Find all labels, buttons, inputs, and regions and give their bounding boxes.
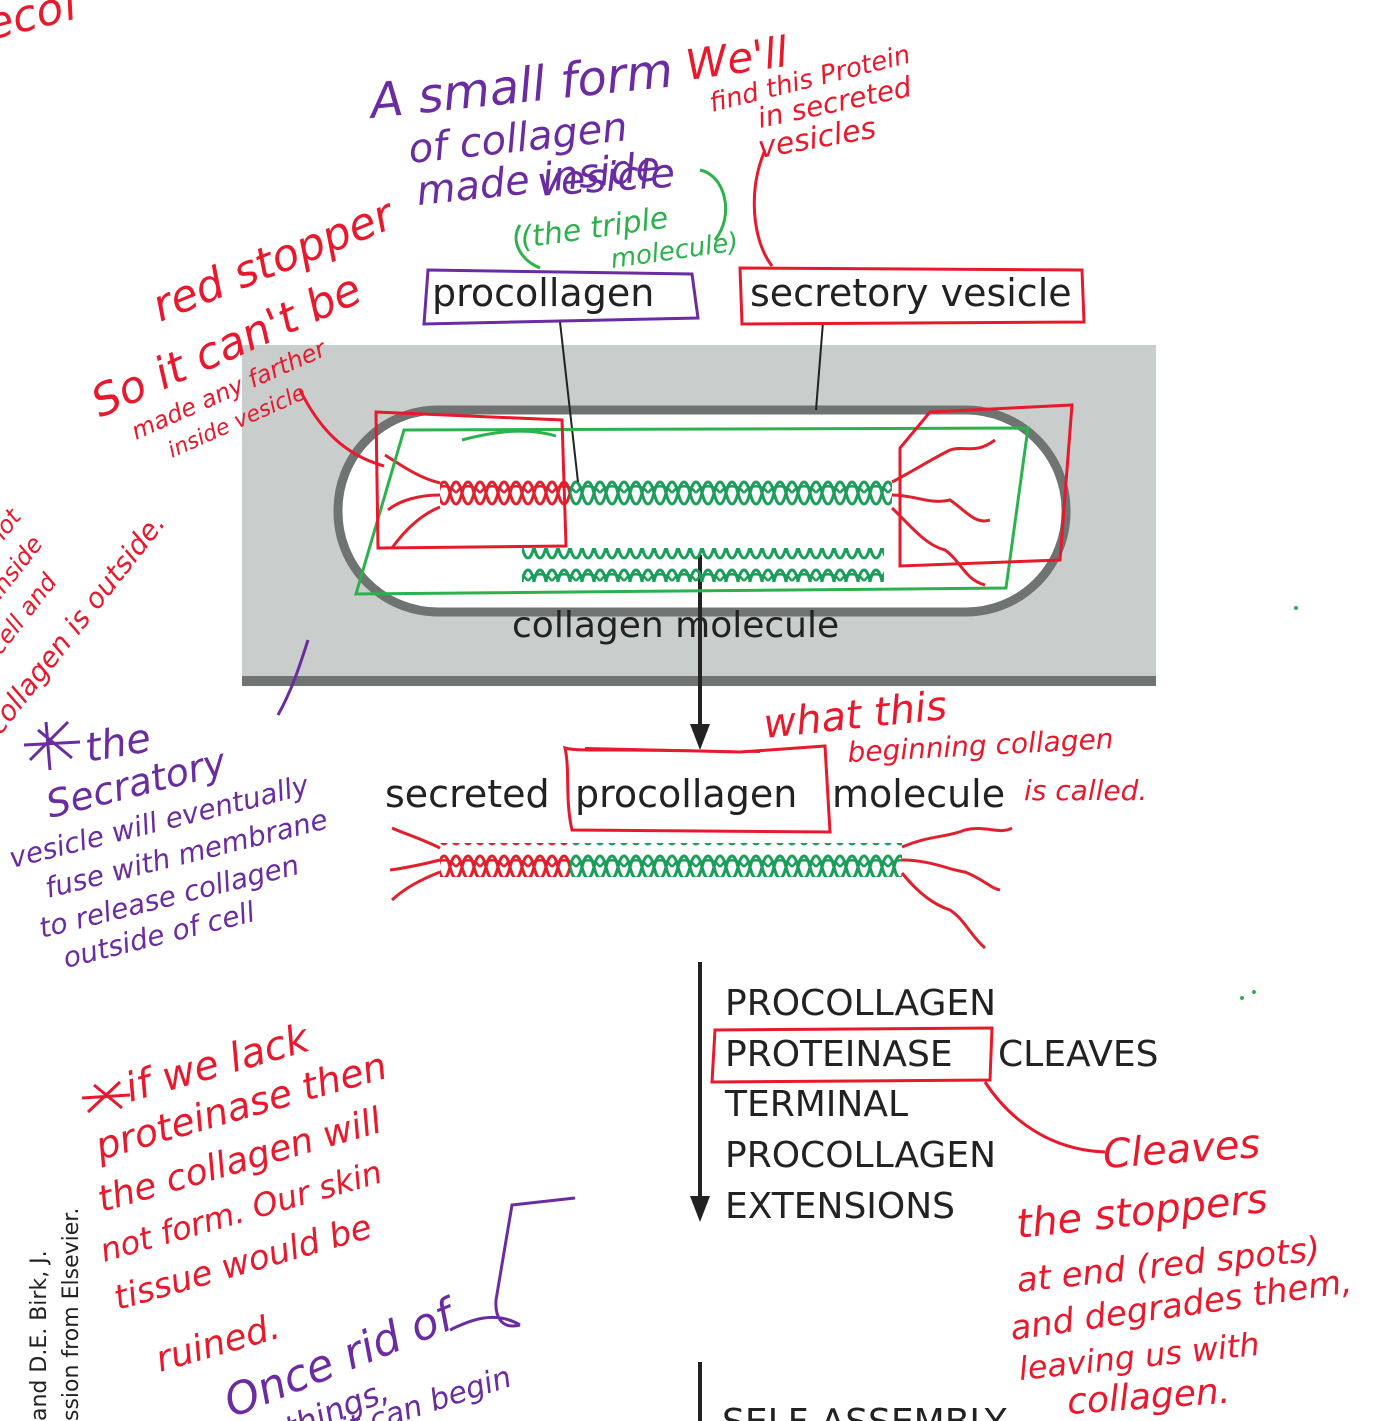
step-line-1: PROCOLLAGEN <box>725 983 996 1024</box>
label-secretory-vesicle: secretory vesicle <box>750 271 1072 315</box>
note-small-form-line-4: vesicle <box>535 150 676 206</box>
green-tick <box>461 429 557 442</box>
green-box-molecule <box>353 426 1030 596</box>
note-cleaves-line-1: Cleaves <box>1101 1121 1261 1178</box>
label-secreted: secreted <box>385 772 550 816</box>
procollagen-pointer-line <box>559 321 579 483</box>
vesicle-pointer-line <box>815 321 824 411</box>
arrow-cleavage <box>690 962 710 1222</box>
stray-mark-2 <box>1240 996 1244 1000</box>
red-line-proteinase <box>983 1081 1106 1154</box>
step-line-4: TERMINAL <box>724 1084 908 1125</box>
procollagen-in-vesicle <box>384 438 996 587</box>
credit-line-2: ssion from Elsevier. <box>59 1208 84 1421</box>
label-self-assembly: SELF-ASSEMBLY <box>722 1402 1008 1421</box>
purple-bracket-collagen <box>449 1196 576 1332</box>
credit-line-1: and D.E. Birk, J. <box>27 1250 52 1421</box>
label-secreted-procollagen: procollagen <box>575 772 797 816</box>
purple-box-procollagen <box>422 268 700 326</box>
secreted-procollagen-molecule <box>389 826 1013 950</box>
note-top-left-fragment: ecof <box>0 0 90 51</box>
step-line-5: PROCOLLAGEN <box>725 1135 996 1176</box>
note-proteinase: if we lack proteinase then the collagen … <box>81 1015 392 1381</box>
note-once-rid: Once rid of things, it can begin <box>217 1288 516 1421</box>
note-secretory-fuse: the Secratory vesicle will eventually fu… <box>6 715 331 975</box>
red-box-proteinase <box>710 1026 994 1084</box>
step-line-6: EXTENSIONS <box>725 1186 955 1227</box>
red-box-left-stopper <box>374 410 568 550</box>
star-icon-proteinase <box>81 1080 131 1114</box>
note-cleaves: Cleaves the stoppers at end (red spots) … <box>1008 1121 1355 1421</box>
star-icon-secretory <box>23 720 81 771</box>
green-bracket-triple <box>514 168 728 270</box>
arrow-secretion <box>690 555 710 750</box>
red-box-secretory-vesicle <box>738 266 1086 326</box>
stray-mark-3 <box>1252 990 1256 994</box>
purple-line-secretory <box>276 639 310 716</box>
note-left-edge: not inside cell and collagen is outside. <box>0 502 172 740</box>
stray-mark <box>1294 606 1298 610</box>
note-small-form: A small form of collagen made inside ves… <box>364 42 676 214</box>
red-line-stopper <box>298 389 385 468</box>
step-line-2: PROTEINASE <box>725 1034 953 1075</box>
note-triple: (the triple molecule) <box>518 201 740 275</box>
label-procollagen: procollagen <box>432 271 654 315</box>
label-collagen-molecule: collagen molecule <box>512 605 839 646</box>
note-secretory-fuse-line-1: the <box>82 715 155 772</box>
note-well-find: We'll find this Protein in secreted vesi… <box>683 27 915 166</box>
note-what-this-line-3: is called. <box>1024 774 1147 807</box>
note-cleaves-line-2: the stoppers <box>1014 1176 1269 1248</box>
red-line-well <box>752 149 774 267</box>
red-box-right-stopper <box>898 403 1074 568</box>
collagen-molecule-helix <box>522 548 884 582</box>
red-line-what <box>584 747 761 753</box>
label-secreted-molecule: molecule <box>832 772 1005 816</box>
step-line-3: CLEAVES <box>998 1034 1159 1075</box>
